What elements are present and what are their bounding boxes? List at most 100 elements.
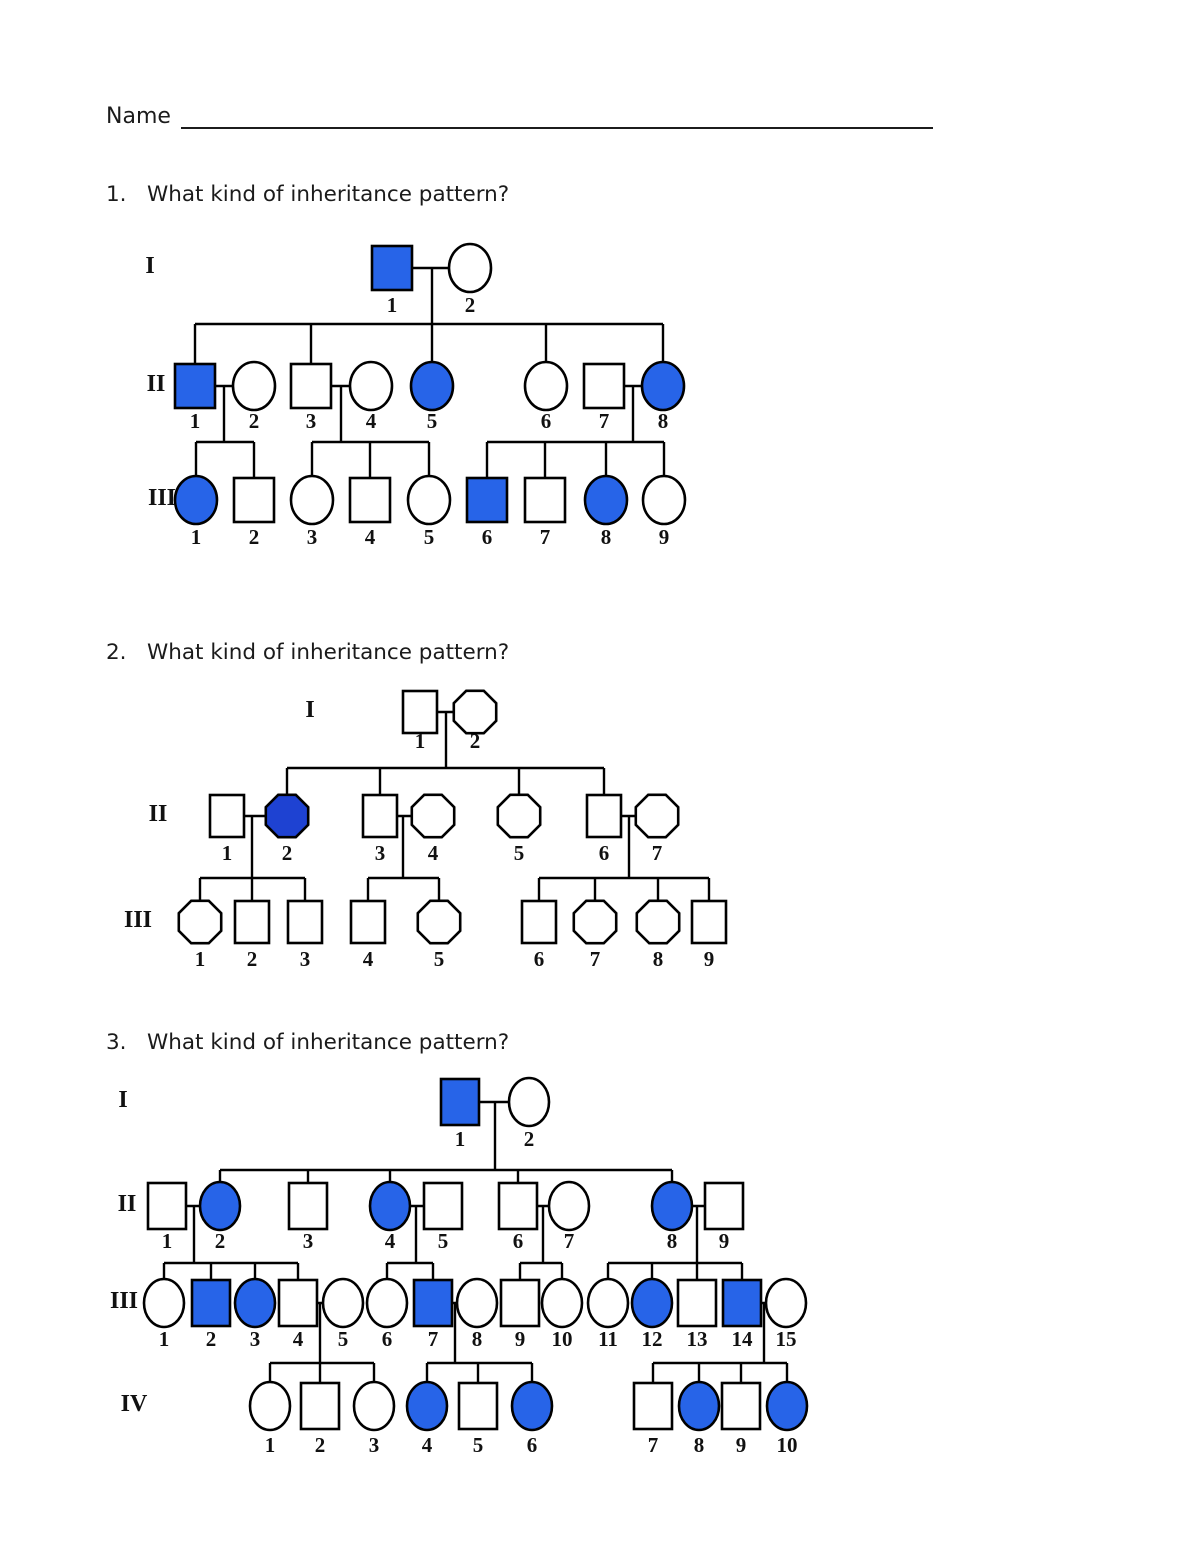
pedigree-3-num-III-7: 7 bbox=[428, 1327, 439, 1351]
pedigree-2-num-III-5: 5 bbox=[434, 947, 445, 971]
pedigree-3-II-3-male bbox=[287, 1181, 329, 1231]
pedigree-1-II-3-male bbox=[289, 362, 333, 410]
pedigree-1-num-I-1: 1 bbox=[387, 293, 398, 317]
pedigree-3-I-1-male-affected bbox=[439, 1077, 481, 1127]
pedigree-3-II-9-male bbox=[703, 1181, 745, 1231]
pedigree-2-num-III-4: 4 bbox=[363, 947, 374, 971]
question-3-text: What kind of inheritance pattern? bbox=[147, 1030, 510, 1055]
pedigree-3-II-2-female-affected bbox=[198, 1180, 242, 1232]
pedigree-3-IV-7-male bbox=[632, 1381, 674, 1431]
pedigree-2-III-7-female bbox=[572, 899, 618, 945]
pedigree-3-I-2-female bbox=[507, 1076, 551, 1128]
pedigree-3-II-5-male bbox=[422, 1181, 464, 1231]
question-2-title: 2.What kind of inheritance pattern? bbox=[106, 640, 509, 665]
pedigree-3-IV-1-female bbox=[248, 1380, 292, 1432]
name-label: Name bbox=[106, 104, 171, 129]
pedigree-3-num-III-8: 8 bbox=[472, 1327, 483, 1351]
pedigree-3-num-III-9: 9 bbox=[515, 1327, 526, 1351]
pedigree-2-num-II-2: 2 bbox=[282, 841, 293, 865]
pedigree-3-num-III-14: 14 bbox=[732, 1327, 754, 1351]
pedigree-3-num-III-10: 10 bbox=[552, 1327, 573, 1351]
pedigree-2-III-2-male bbox=[233, 899, 271, 945]
pedigree-3-num-IV-8: 8 bbox=[694, 1433, 705, 1457]
question-1-title: 1.What kind of inheritance pattern? bbox=[106, 182, 509, 207]
pedigree-3-III-8-female bbox=[455, 1277, 499, 1329]
pedigree-3-num-II-2: 2 bbox=[215, 1229, 226, 1253]
pedigree-3-num-IV-5: 5 bbox=[473, 1433, 484, 1457]
pedigree-2-num-II-3: 3 bbox=[375, 841, 386, 865]
pedigree-3-num-IV-9: 9 bbox=[736, 1433, 747, 1457]
pedigree-2-num-II-1: 1 bbox=[222, 841, 233, 865]
pedigree-3-III-2-male-affected bbox=[190, 1278, 232, 1328]
pedigree-1-gen-label-II: II bbox=[147, 371, 166, 397]
pedigree-2-III-4-male bbox=[349, 899, 387, 945]
question-1-number: 1. bbox=[106, 182, 127, 207]
pedigree-3-num-III-12: 12 bbox=[642, 1327, 663, 1351]
pedigree-3-num-III-2: 2 bbox=[206, 1327, 217, 1351]
pedigree-1-III-7-male bbox=[523, 476, 567, 524]
pedigree-3-num-IV-2: 2 bbox=[315, 1433, 326, 1457]
pedigree-2-num-II-6: 6 bbox=[599, 841, 610, 865]
pedigree-3-num-III-11: 11 bbox=[598, 1327, 618, 1351]
pedigree-3-IV-8-female-affected bbox=[677, 1380, 721, 1432]
question-2-text: What kind of inheritance pattern? bbox=[147, 640, 510, 665]
pedigree-3-num-III-1: 1 bbox=[159, 1327, 170, 1351]
pedigree-1-num-II-8: 8 bbox=[658, 409, 669, 433]
pedigree-1-num-III-6: 6 bbox=[482, 525, 493, 549]
pedigree-3-III-6-female bbox=[365, 1277, 409, 1329]
pedigree-1-III-9-female bbox=[641, 474, 687, 526]
pedigree-1-III-1-female-affected bbox=[173, 474, 219, 526]
pedigree-2-II-5-female bbox=[496, 793, 542, 839]
pedigree-2-III-8-female bbox=[635, 899, 681, 945]
pedigree-3-num-II-4: 4 bbox=[385, 1229, 396, 1253]
pedigree-2-gen-label-III: III bbox=[124, 907, 152, 933]
pedigree-3-III-7-male-affected bbox=[412, 1278, 454, 1328]
pedigree-2-num-II-7: 7 bbox=[652, 841, 663, 865]
pedigree-1-III-8-female-affected bbox=[583, 474, 629, 526]
pedigree-1-II-1-male-affected bbox=[173, 362, 217, 410]
pedigree-3-num-I-2: 2 bbox=[524, 1127, 535, 1151]
pedigree-3-III-5-female bbox=[321, 1277, 365, 1329]
pedigree-2-gen-label-I: I bbox=[305, 697, 314, 723]
pedigree-1-num-III-3: 3 bbox=[307, 525, 318, 549]
pedigree-2-num-III-7: 7 bbox=[590, 947, 601, 971]
pedigree-3-num-IV-10: 10 bbox=[777, 1433, 798, 1457]
pedigree-2-II-1-male bbox=[208, 793, 246, 839]
name-blank-line[interactable] bbox=[180, 105, 933, 129]
pedigree-2-I-1-male bbox=[401, 689, 439, 735]
pedigree-1-II-7-male bbox=[582, 362, 626, 410]
pedigree-1-I-2-female bbox=[447, 242, 493, 294]
question-3-number: 3. bbox=[106, 1030, 127, 1055]
pedigree-2-III-9-male bbox=[690, 899, 728, 945]
pedigree-1-num-II-4: 4 bbox=[366, 409, 377, 433]
pedigree-1-num-II-2: 2 bbox=[249, 409, 260, 433]
pedigree-1-I-1-male-affected bbox=[370, 244, 414, 292]
pedigree-1-II-8-female-affected bbox=[640, 360, 686, 412]
pedigree-3-num-IV-4: 4 bbox=[422, 1433, 433, 1457]
pedigree-1-num-III-2: 2 bbox=[249, 525, 260, 549]
pedigree-3-num-II-5: 5 bbox=[438, 1229, 449, 1253]
pedigree-2-num-III-1: 1 bbox=[195, 947, 206, 971]
pedigree-3-num-II-7: 7 bbox=[564, 1229, 575, 1253]
pedigree-3-num-II-6: 6 bbox=[513, 1229, 524, 1253]
pedigree-3-IV-2-male bbox=[299, 1381, 341, 1431]
pedigree-3-num-I-1: 1 bbox=[455, 1127, 466, 1151]
pedigree-1-II-4-female bbox=[348, 360, 394, 412]
pedigree-1-num-III-5: 5 bbox=[424, 525, 435, 549]
pedigree-3-num-IV-7: 7 bbox=[648, 1433, 659, 1457]
pedigree-1-III-5-female bbox=[406, 474, 452, 526]
pedigree-1-III-6-male-affected bbox=[465, 476, 509, 524]
pedigree-3-III-11-female bbox=[586, 1277, 630, 1329]
pedigree-2-num-II-5: 5 bbox=[514, 841, 525, 865]
pedigree-3-IV-5-male bbox=[457, 1381, 499, 1431]
pedigree-2-num-III-8: 8 bbox=[653, 947, 664, 971]
question-3-title: 3. What kind of inheritance pattern? bbox=[106, 1030, 509, 1055]
pedigree-3-III-14-male-affected bbox=[721, 1278, 763, 1328]
pedigree-3-num-IV-6: 6 bbox=[527, 1433, 538, 1457]
pedigree-3-gen-label-IV: IV bbox=[121, 1391, 148, 1417]
pedigree-3-IV-6-female-affected bbox=[510, 1380, 554, 1432]
